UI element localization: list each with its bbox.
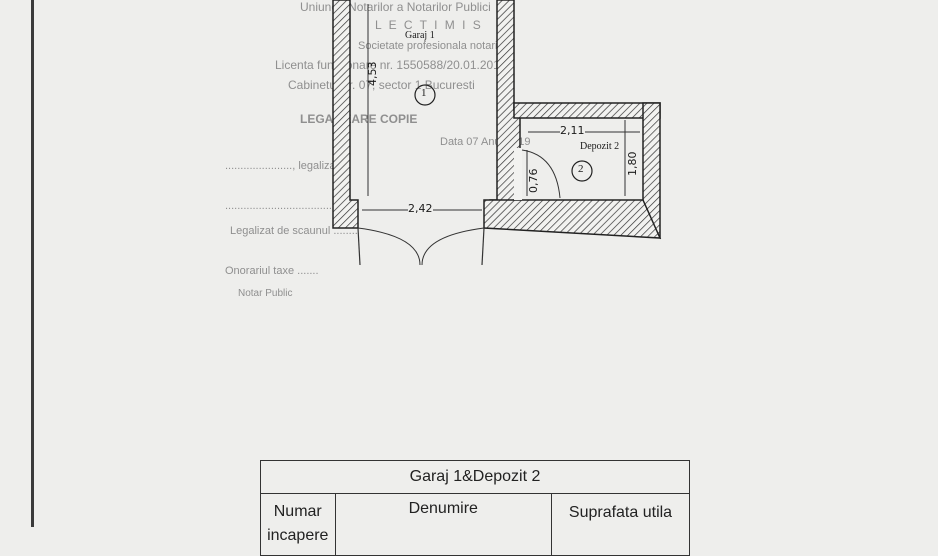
- stamp-line-8: ......................, legalizat: [225, 160, 339, 172]
- stamp-line-11: Onorariul taxe .......: [225, 265, 319, 277]
- room1-name: Garaj 1: [405, 30, 435, 41]
- stamp-line-2: L E C T I M I S: [375, 18, 483, 32]
- room2-circle: [571, 160, 593, 182]
- room1-length-dimension: 4,53: [366, 61, 379, 87]
- room2-name: Depozit 2: [580, 141, 620, 152]
- stamp-line-12: Notar Public: [238, 288, 293, 299]
- door-width-dimension: 0,76: [527, 168, 540, 194]
- room2-length-dimension: 1,80: [626, 151, 639, 177]
- column-header-room-number-line2: incapere: [267, 527, 329, 544]
- stamp-line-10: Legalizat de scaunul ........: [230, 225, 358, 237]
- column-header-room-number: Numar incapere: [260, 493, 336, 556]
- stamp-line-6: LEGALIZARE COPIE: [300, 112, 418, 126]
- partition-door-gap: [514, 148, 522, 200]
- area-table: Garaj 1&Depozit 2 Numar incapere Denumire…: [260, 460, 691, 556]
- room1-circle: [414, 84, 436, 106]
- page-border-line: [31, 0, 34, 527]
- stamp-line-3: Societate profesionala notariala: [358, 40, 513, 52]
- table-title: Garaj 1&Depozit 2: [260, 460, 690, 494]
- floor-plan-drawing: [332, 0, 662, 266]
- storage-bottom-wall: [483, 199, 662, 239]
- room1-number: 1: [421, 87, 427, 99]
- stamp-line-9: ......................................: [225, 200, 342, 212]
- column-header-name: Denumire: [334, 493, 552, 556]
- room1-width-dimension: 2,42: [408, 202, 433, 215]
- storage-top-wall: [513, 102, 661, 119]
- garage-left-wall: [332, 0, 359, 229]
- room2-number: 2: [578, 163, 584, 175]
- area-table-container: Garaj 1&Depozit 2 Numar incapere Denumire…: [260, 460, 691, 556]
- room2-width-dimension: 2,11: [560, 124, 585, 137]
- document-page: Uniunea Notarilor a Notarilor Publici L …: [31, 0, 691, 556]
- column-header-room-number-line1: Numar: [273, 503, 322, 520]
- column-header-useful-area: Suprafata utila: [550, 493, 691, 556]
